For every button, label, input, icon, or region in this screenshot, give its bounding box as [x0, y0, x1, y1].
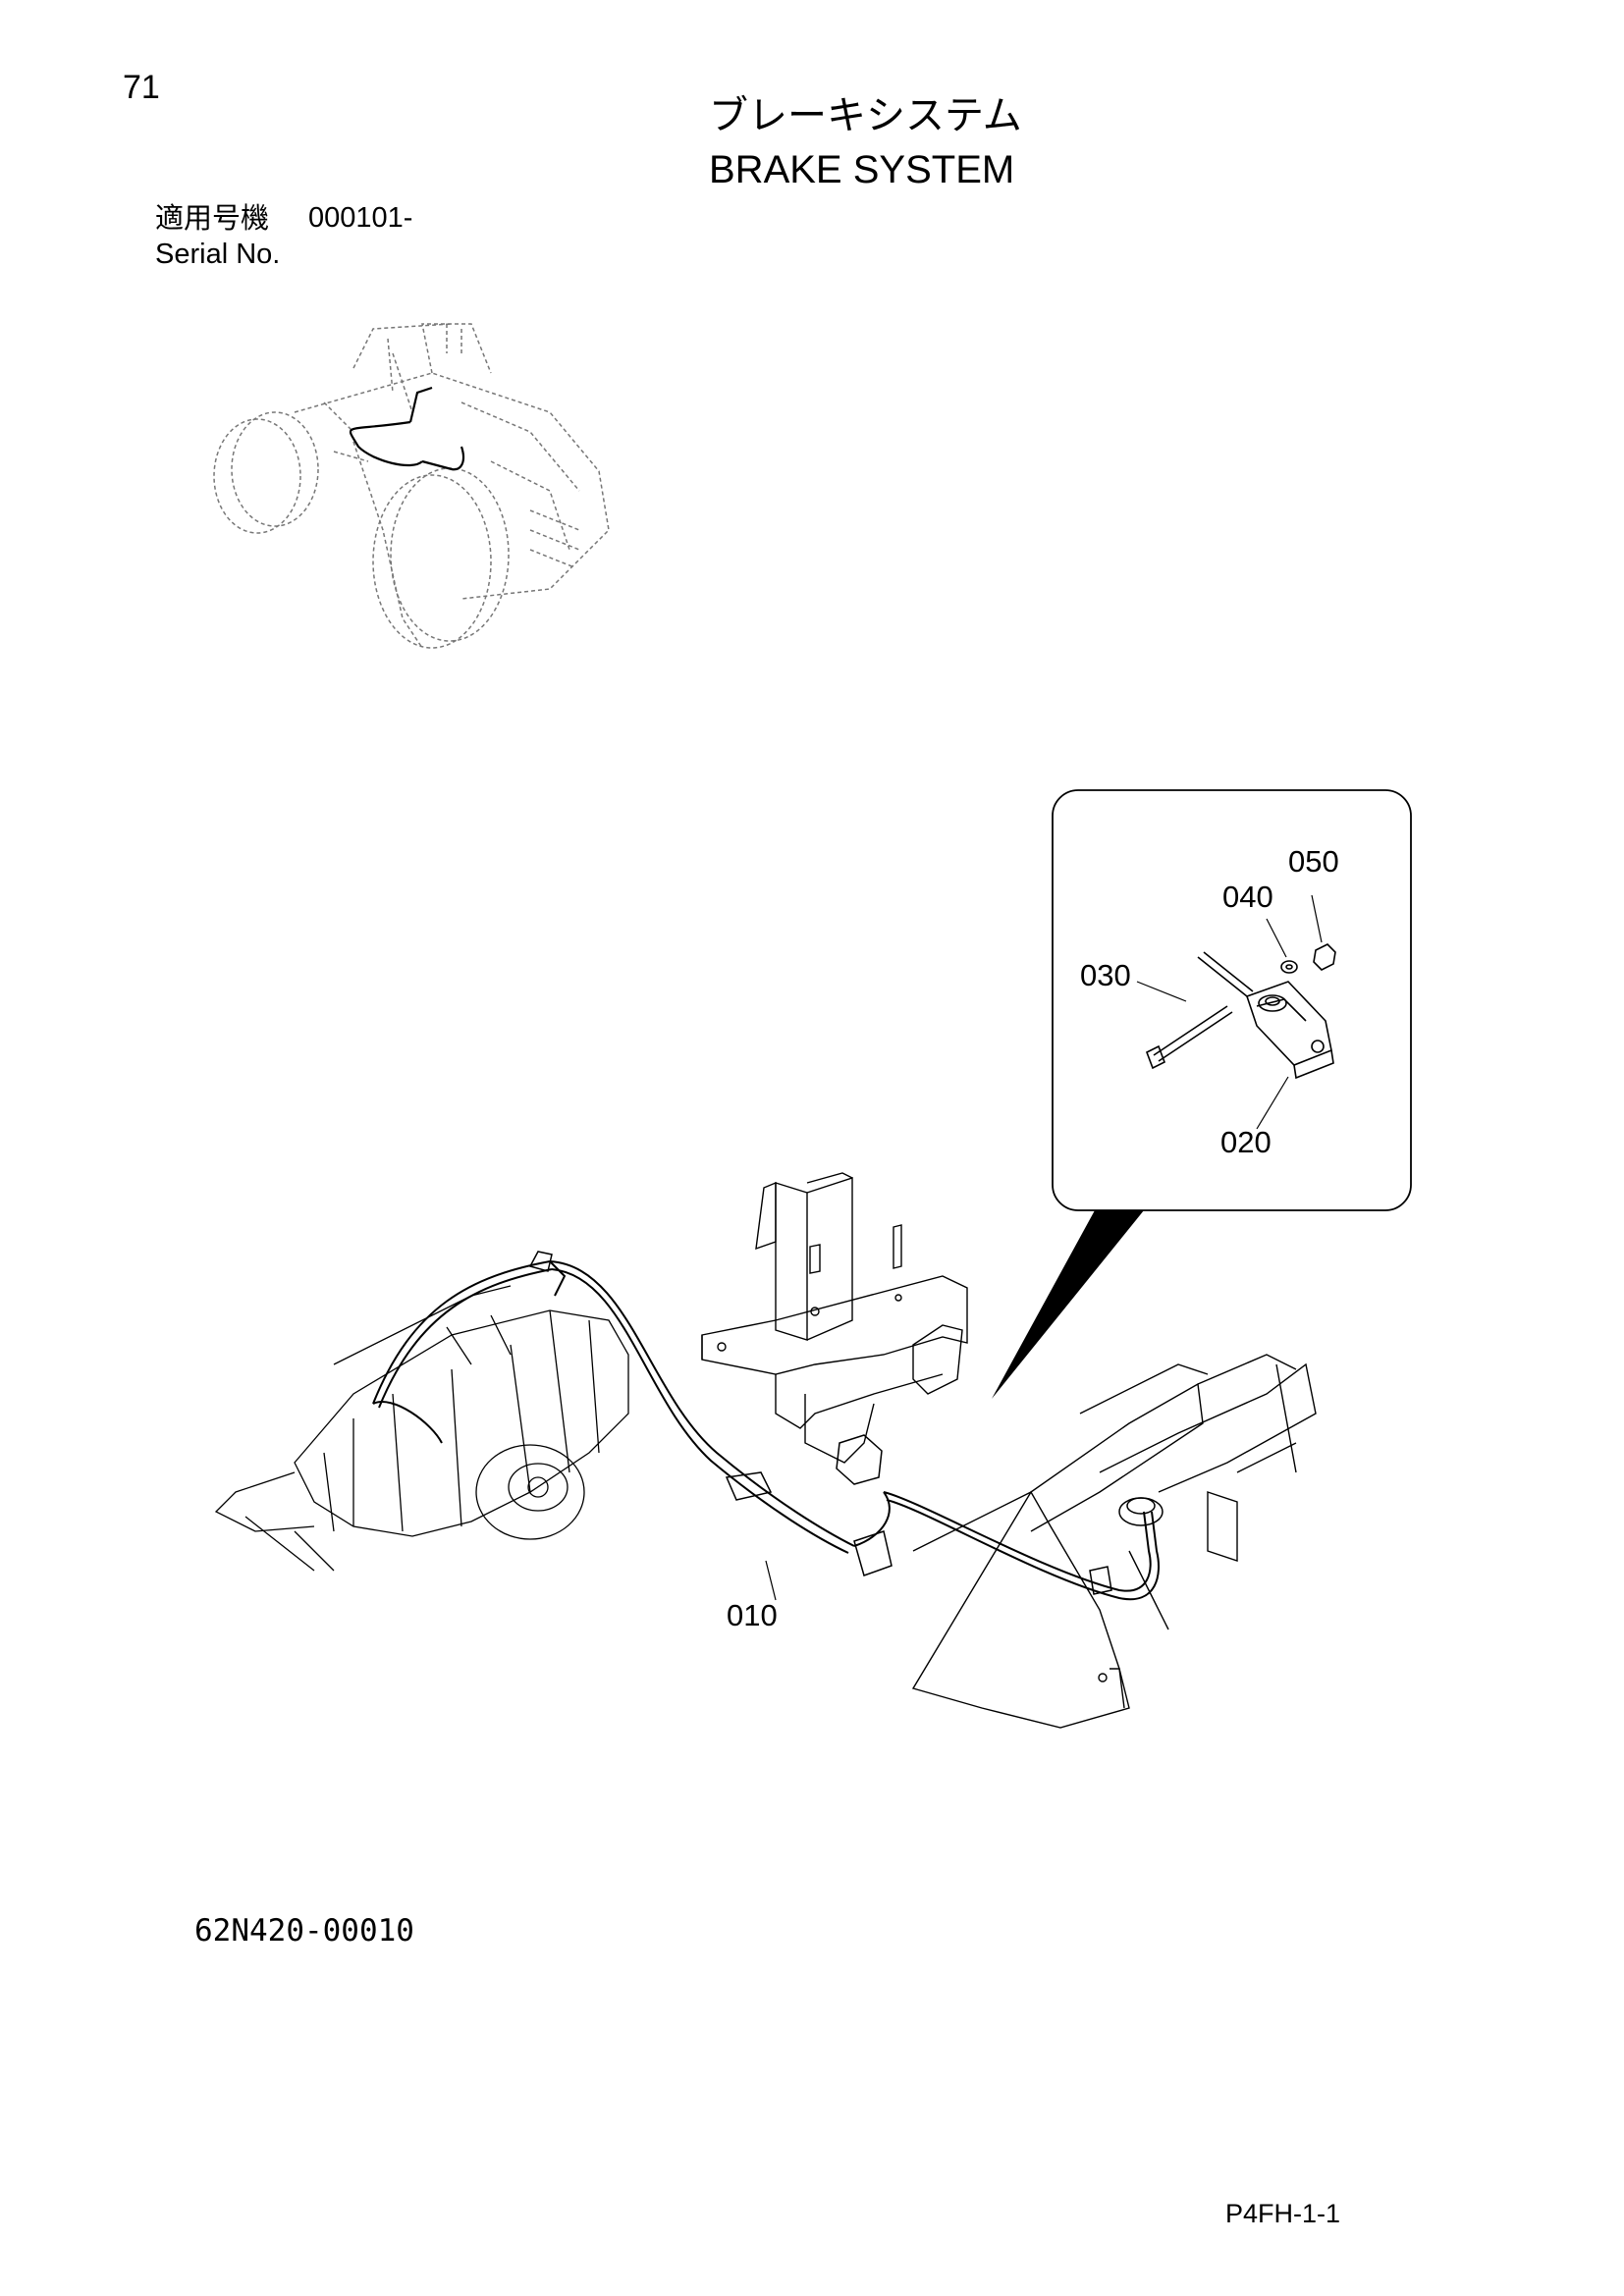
- serial-number-from: 000101-: [308, 202, 413, 234]
- drawing-number: 62N420-00010: [194, 1913, 414, 1949]
- leader-010: [765, 1560, 777, 1601]
- serial-label-japanese: 適用号機: [155, 201, 270, 235]
- inset-pointer-arrow: [992, 1210, 1144, 1399]
- callout-040: 040: [1222, 880, 1273, 914]
- transmission-assembly: [214, 1285, 629, 1572]
- brake-hose-routing: [372, 1260, 1160, 1601]
- tractor-overview: [213, 323, 610, 649]
- brake-valve-details: [528, 1251, 1164, 1595]
- sheet-code: P4FH-1-1: [1225, 2199, 1341, 2228]
- page-number: 71: [123, 69, 160, 106]
- callout-010: 010: [727, 1598, 778, 1632]
- fender-and-axle: [911, 1354, 1317, 1729]
- serial-label-english: Serial No.: [155, 239, 281, 270]
- overview-brake-line: [350, 386, 465, 471]
- detail-inset: [992, 789, 1412, 1399]
- title-english: BRAKE SYSTEM: [709, 148, 1015, 191]
- callout-030: 030: [1080, 958, 1131, 992]
- callout-020: 020: [1220, 1125, 1272, 1159]
- title-japanese: ブレーキシステム: [709, 93, 1022, 138]
- chassis-frame: [701, 1172, 968, 1464]
- callout-050: 050: [1288, 844, 1339, 879]
